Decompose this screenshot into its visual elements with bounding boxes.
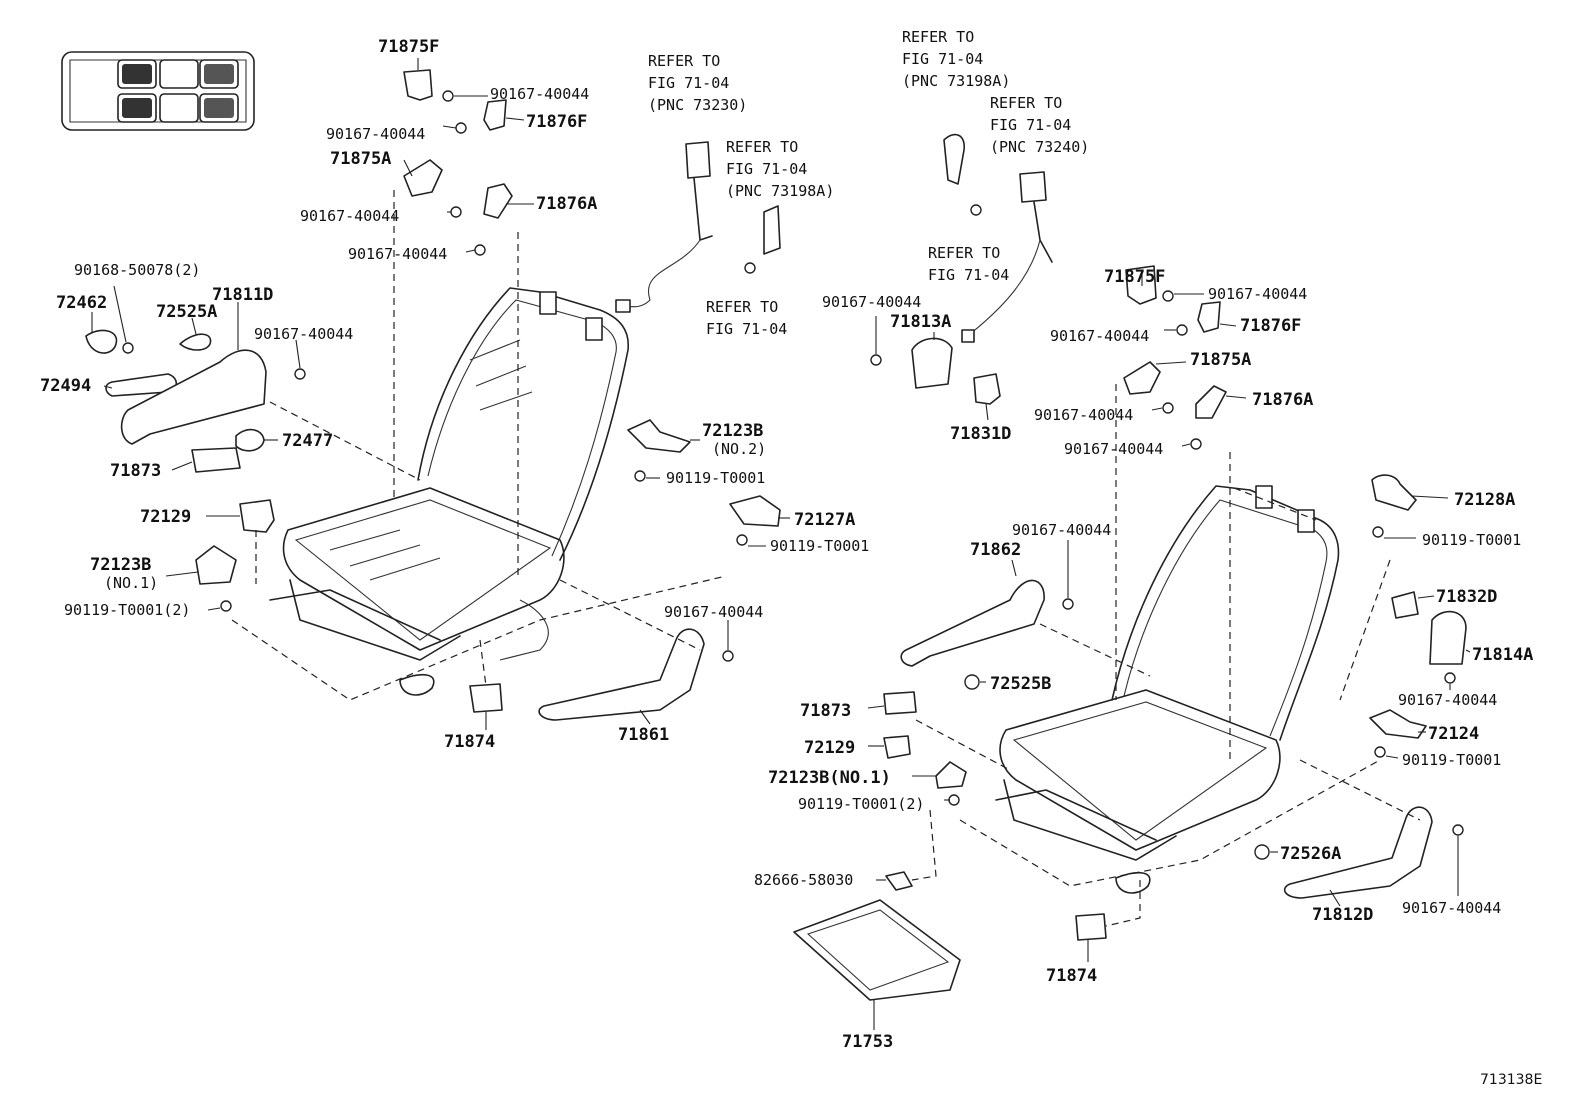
label-90167-40044-left-e: 90167-40044 bbox=[254, 325, 354, 343]
label-71874-left: 71874 bbox=[444, 732, 496, 752]
label-90167-40044-right-j: 90167-40044 bbox=[1034, 406, 1134, 424]
label-71876F-right: 71876F bbox=[1240, 316, 1302, 336]
label-90119-T0001-left-b: 90119-T0001 bbox=[770, 537, 870, 555]
label-72462: 72462 bbox=[56, 293, 108, 313]
label-71875A-right: 71875A bbox=[1190, 350, 1252, 370]
label-72525A: 72525A bbox=[156, 302, 218, 322]
refer-note-73240: REFER TO FIG 71-04 (PNC 73240) bbox=[990, 94, 1090, 156]
label-82666-58030: 82666-58030 bbox=[754, 871, 854, 889]
label-90167-40044-left-f: 90167-40044 bbox=[664, 603, 764, 621]
label-90167-40044-right-h: 90167-40044 bbox=[1208, 285, 1308, 303]
label-71875F-left: 71875F bbox=[378, 37, 440, 57]
label-90119-T0001-right-d: 90119-T0001 bbox=[1402, 751, 1502, 769]
label-72124: 72124 bbox=[1428, 724, 1480, 744]
label-72129-right: 72129 bbox=[804, 738, 856, 758]
label-72123B-no2: (NO.2) bbox=[712, 440, 767, 458]
label-90167-40044-left-d: 90167-40044 bbox=[348, 245, 448, 263]
label-71832D: 71832D bbox=[1436, 587, 1498, 607]
refer-note-73198A-right: REFER TO FIG 71-04 (PNC 73198A) bbox=[902, 28, 1011, 90]
left-seat-assembly bbox=[269, 287, 629, 696]
label-90167-40044-right-k: 90167-40044 bbox=[1064, 440, 1164, 458]
label-90119-T0001-right-c: 90119-T0001 bbox=[1422, 531, 1522, 549]
label-90167-40044-right-m: 90167-40044 bbox=[1398, 691, 1498, 709]
label-71876A-right: 71876A bbox=[1252, 390, 1314, 410]
label-71814A: 71814A bbox=[1472, 645, 1534, 665]
label-71861: 71861 bbox=[618, 725, 670, 745]
label-72129-left: 72129 bbox=[140, 507, 192, 527]
label-90167-40044-left-b: 90167-40044 bbox=[326, 125, 426, 143]
label-71873-right: 71873 bbox=[800, 701, 852, 721]
label-90167-40044-left-c: 90167-40044 bbox=[300, 207, 400, 225]
label-72128A: 72128A bbox=[1454, 490, 1516, 510]
label-72123B-no1-left: (NO.1) bbox=[104, 574, 159, 592]
label-72123B-left: 72123B bbox=[90, 555, 152, 575]
label-72123B-no2-top: 72123B bbox=[702, 421, 764, 441]
drawing-code: 713138E bbox=[1480, 1072, 1543, 1088]
label-72526A: 72526A bbox=[1280, 844, 1342, 864]
label-71862: 71862 bbox=[970, 540, 1022, 560]
refer-note-left-belt: REFER TO FIG 71-04 bbox=[706, 298, 788, 338]
label-90119-T0001-left-a: 90119-T0001 bbox=[666, 469, 766, 487]
label-71875A-left: 71875A bbox=[330, 149, 392, 169]
label-71831D: 71831D bbox=[950, 424, 1012, 444]
assembly-dashed-lines bbox=[231, 190, 1421, 927]
left-seat-small-parts bbox=[85, 69, 781, 721]
label-71873-left: 71873 bbox=[110, 461, 162, 481]
right-seat-small-parts bbox=[793, 133, 1467, 1001]
right-seat-assembly bbox=[995, 485, 1340, 894]
label-71874-right: 71874 bbox=[1046, 966, 1098, 986]
label-72525B: 72525B bbox=[990, 674, 1052, 694]
label-90167-40044-right-i: 90167-40044 bbox=[1050, 327, 1150, 345]
label-71811D: 71811D bbox=[212, 285, 274, 305]
label-90167-40044-right-g: 90167-40044 bbox=[822, 293, 922, 311]
label-71812D: 71812D bbox=[1312, 905, 1374, 925]
vehicle-locator-icon bbox=[61, 51, 255, 131]
label-72494: 72494 bbox=[40, 376, 92, 396]
label-71813A: 71813A bbox=[890, 312, 952, 332]
refer-note-73198A-left: REFER TO FIG 71-04 (PNC 73198A) bbox=[726, 138, 835, 200]
label-72477: 72477 bbox=[282, 431, 334, 451]
label-71876F-left: 71876F bbox=[526, 112, 588, 132]
label-72127A: 72127A bbox=[794, 510, 856, 530]
label-90167-40044-left-a: 90167-40044 bbox=[490, 85, 590, 103]
label-72123B-no1-right: 72123B(NO.1) bbox=[768, 768, 891, 788]
label-71753: 71753 bbox=[842, 1032, 894, 1052]
label-71875F-right: 71875F bbox=[1104, 267, 1166, 287]
label-71876A-left: 71876A bbox=[536, 194, 598, 214]
label-90119-T0001-2-left: 90119-T0001(2) bbox=[64, 601, 191, 619]
label-90167-40044-right-n: 90167-40044 bbox=[1402, 899, 1502, 917]
label-90168-50078: 90168-50078(2) bbox=[74, 261, 201, 279]
refer-note-73230: REFER TO FIG 71-04 (PNC 73230) bbox=[648, 52, 748, 114]
label-90119-T0001-2-right: 90119-T0001(2) bbox=[798, 795, 925, 813]
label-90167-40044-right-l: 90167-40044 bbox=[1012, 521, 1112, 539]
leader-lines bbox=[91, 58, 1471, 1030]
refer-note-right-belt: REFER TO FIG 71-04 bbox=[928, 244, 1010, 284]
